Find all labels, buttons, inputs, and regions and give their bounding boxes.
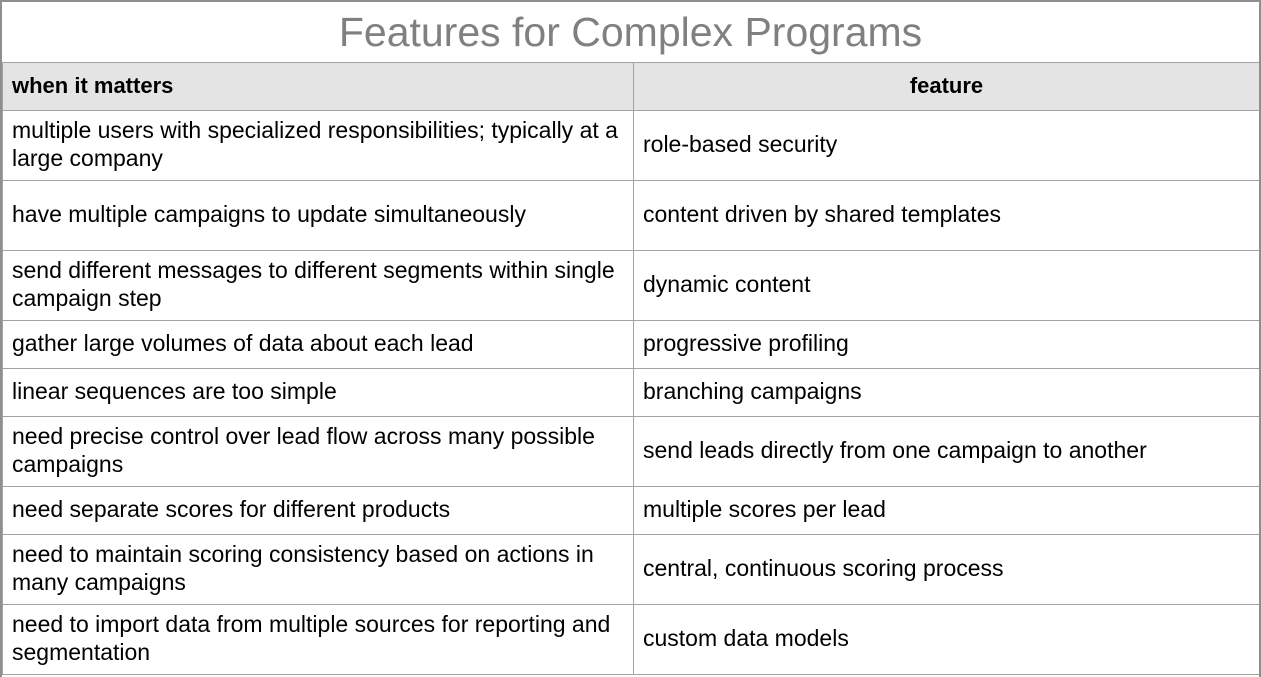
table-row: multiple users with specialized responsi… xyxy=(2,110,1259,181)
page-title: Features for Complex Programs xyxy=(338,8,923,55)
features-table: when it matters feature multiple users w… xyxy=(2,62,1259,675)
cell-when-it-matters: linear sequences are too simple xyxy=(2,368,634,417)
cell-feature: dynamic content xyxy=(633,250,1259,321)
column-header-feature: feature xyxy=(633,62,1259,111)
cell-feature: central, continuous scoring process xyxy=(633,534,1259,605)
cell-when-it-matters: need precise control over lead flow acro… xyxy=(2,416,634,487)
table-row: need precise control over lead flow acro… xyxy=(2,416,1259,487)
table-row: gather large volumes of data about each … xyxy=(2,320,1259,369)
features-table-wrapper: when it matters feature multiple users w… xyxy=(2,62,1259,675)
cell-feature: multiple scores per lead xyxy=(633,486,1259,535)
table-row: have multiple campaigns to update simult… xyxy=(2,180,1259,251)
table-row: need to import data from multiple source… xyxy=(2,604,1259,675)
table-row: need separate scores for different produ… xyxy=(2,486,1259,535)
cell-when-it-matters: multiple users with specialized responsi… xyxy=(2,110,634,181)
cell-feature: role-based security xyxy=(633,110,1259,181)
cell-when-it-matters: gather large volumes of data about each … xyxy=(2,320,634,369)
table-body: multiple users with specialized responsi… xyxy=(2,110,1259,675)
cell-feature: send leads directly from one campaign to… xyxy=(633,416,1259,487)
table-row: send different messages to different seg… xyxy=(2,250,1259,321)
cell-when-it-matters: need to maintain scoring consistency bas… xyxy=(2,534,634,605)
cell-when-it-matters: need separate scores for different produ… xyxy=(2,486,634,535)
cell-feature: progressive profiling xyxy=(633,320,1259,369)
cell-feature: content driven by shared templates xyxy=(633,180,1259,251)
column-header-when-it-matters: when it matters xyxy=(2,62,634,111)
table-header: when it matters feature xyxy=(2,62,1259,111)
slide-title-band: Features for Complex Programs xyxy=(2,2,1259,62)
cell-feature: custom data models xyxy=(633,604,1259,675)
cell-when-it-matters: have multiple campaigns to update simult… xyxy=(2,180,634,251)
table-header-row: when it matters feature xyxy=(2,62,1259,111)
cell-when-it-matters: send different messages to different seg… xyxy=(2,250,634,321)
cell-when-it-matters: need to import data from multiple source… xyxy=(2,604,634,675)
table-row: linear sequences are too simple branchin… xyxy=(2,368,1259,417)
cell-feature: branching campaigns xyxy=(633,368,1259,417)
table-row: need to maintain scoring consistency bas… xyxy=(2,534,1259,605)
